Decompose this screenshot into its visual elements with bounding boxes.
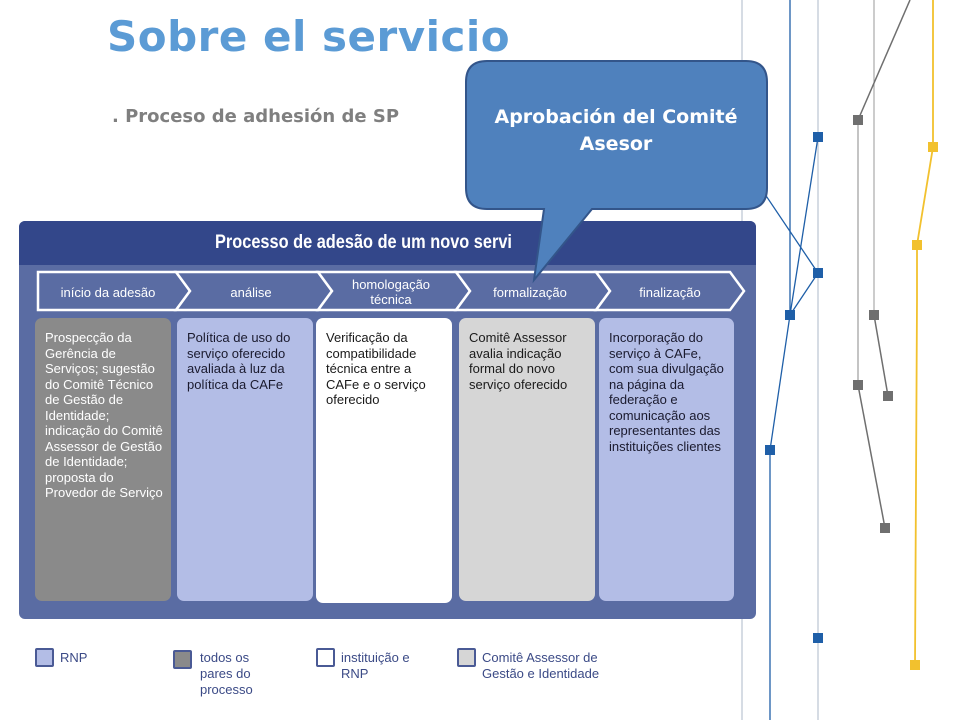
column-analise: Política de uso do serviço oferecido ava… — [177, 318, 313, 601]
slide-subtitle: . Proceso de adhesión de SP — [112, 106, 400, 127]
column-formalizacao: Comitê Assessor avalia indicação formal … — [459, 318, 595, 601]
column-inicio: Prospecção da Gerência de Serviços; suge… — [35, 318, 171, 601]
process-diagram-title: Processo de adesão de um novo servi — [215, 232, 512, 253]
column-finalizacao: Incorporação do serviço à CAFe, com sua … — [599, 318, 734, 601]
legend-label-instituicao: instituição e RNP — [341, 650, 410, 681]
legend-label-todos: todos os pares do processo — [200, 650, 253, 697]
column-homologacao: Verificação da compatibilidade técnica e… — [316, 318, 452, 603]
step-label-homologacao: homologação técnica — [351, 277, 431, 307]
legend-swatch-instituicao — [316, 648, 335, 667]
slide-title: Sobre el servicio — [107, 12, 511, 61]
process-diagram-header — [19, 221, 756, 265]
step-label-inicio: início da adesão — [60, 284, 156, 300]
callout-text: Aprobación del Comité Asesor — [494, 106, 738, 155]
step-arrow-5 — [593, 270, 746, 312]
legend-label-rnp: RNP — [60, 650, 88, 665]
legend-swatch-comite — [457, 648, 476, 667]
step-label-formalizacao: formalização — [493, 284, 567, 300]
step-label-finalizacao: finalização — [639, 284, 701, 300]
legend-swatch-rnp — [35, 648, 54, 667]
legend-swatch-todos — [173, 650, 192, 669]
legend-label-comite: Comitê Assessor de Gestão e Identidade — [482, 650, 600, 681]
step-label-analise: análise — [230, 284, 272, 300]
